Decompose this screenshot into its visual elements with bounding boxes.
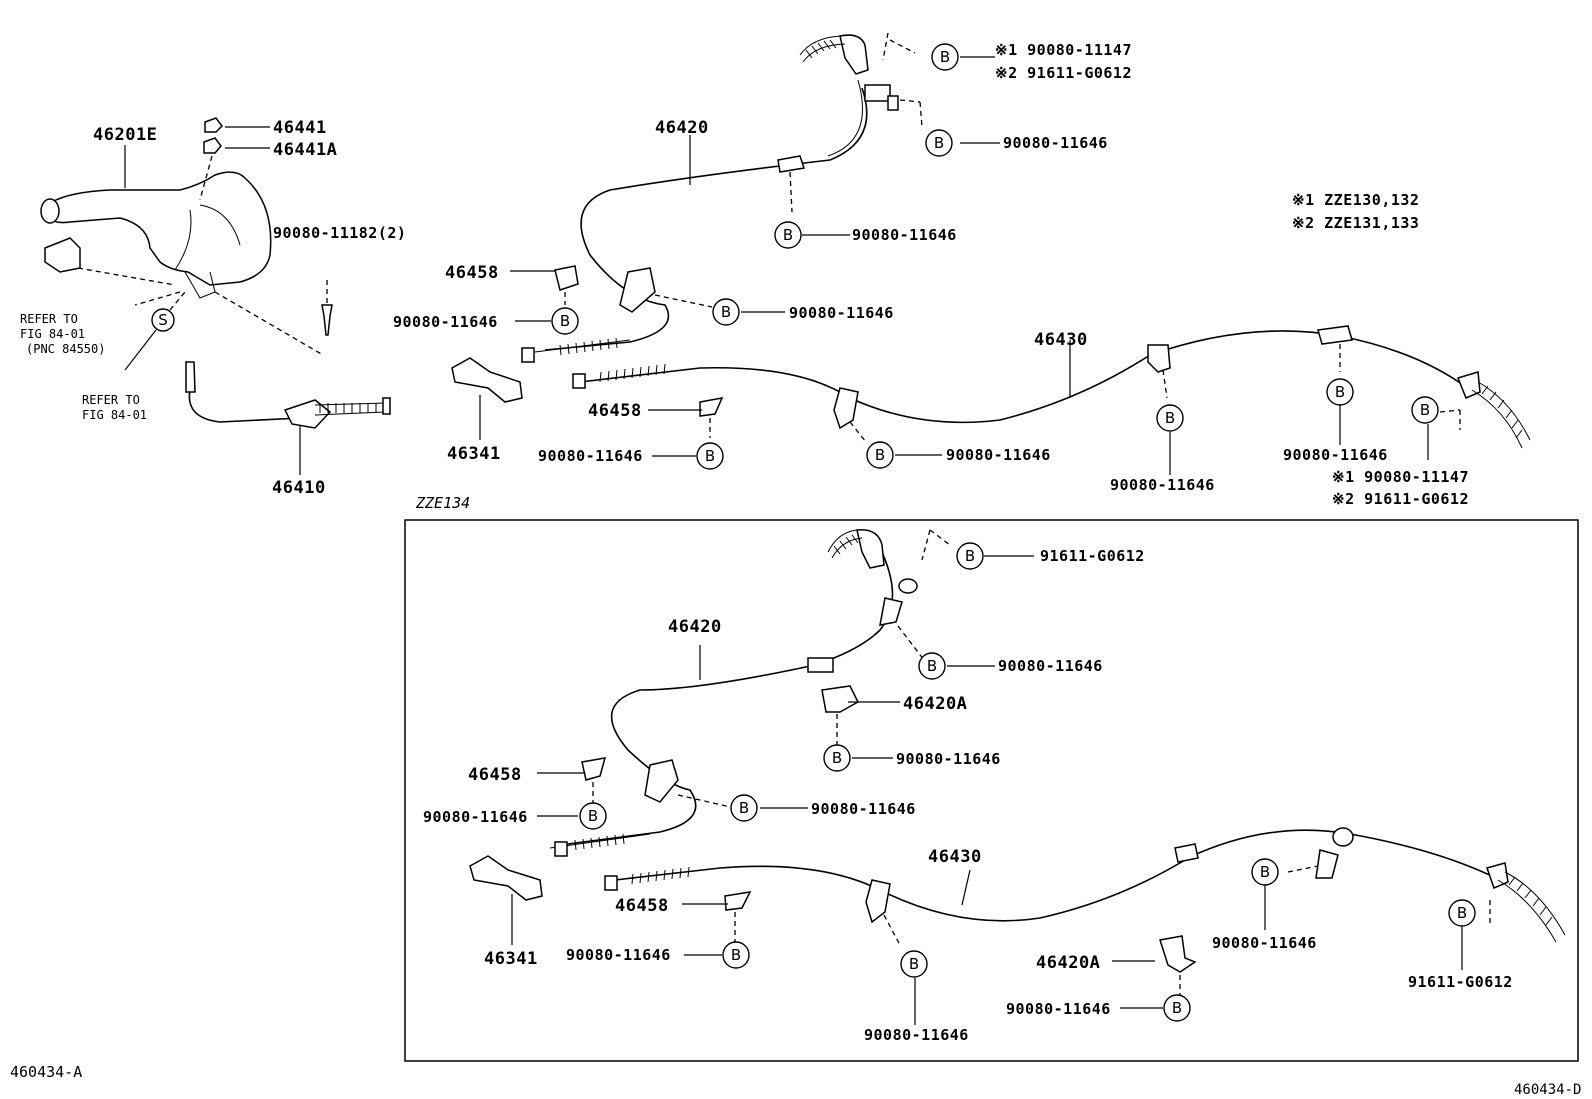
nut-46441A bbox=[203, 137, 222, 154]
b-symbols-top: B B B B B B B B B B bbox=[551, 43, 1439, 470]
label-b-top-4: 90080-11646 bbox=[852, 226, 957, 244]
note-2: ※2 ZZE131,133 bbox=[1292, 214, 1419, 232]
label-refer-1b: FIG 84-01 bbox=[20, 327, 85, 341]
retainer-46341-bottom bbox=[469, 855, 543, 901]
label-46430-top: 46430 bbox=[1034, 330, 1088, 350]
label-46420-bottom: 46420 bbox=[668, 617, 722, 637]
cable-46420-top bbox=[544, 87, 868, 351]
label-refer-1c: (PNC 84550) bbox=[26, 342, 105, 356]
label-46441: 46441 bbox=[273, 118, 327, 138]
svg-text:B: B bbox=[588, 807, 598, 825]
label-b-top-9: 90080-11646 bbox=[1110, 476, 1215, 494]
grommet-46458-bottom bbox=[581, 757, 607, 781]
label-46458-top: 46458 bbox=[445, 263, 499, 283]
label-46441A: 46441A bbox=[273, 140, 337, 160]
label-b-top-3: 90080-11646 bbox=[1003, 134, 1108, 152]
grommet-46458-top2 bbox=[699, 397, 724, 417]
zze134-frame bbox=[404, 519, 1579, 1062]
code-left: 460434-A bbox=[10, 1063, 82, 1081]
label-46420A-2: 46420A bbox=[1036, 953, 1100, 973]
label-b-top-12: ※2 91611-G0612 bbox=[1332, 490, 1469, 508]
cable-46420-bottom bbox=[559, 547, 894, 846]
label-46420A-1: 46420A bbox=[903, 694, 967, 714]
label-b-bot-7: 90080-11646 bbox=[864, 1026, 969, 1044]
s-symbol-circle bbox=[151, 308, 175, 332]
label-b-bot-6: 90080-11646 bbox=[566, 946, 671, 964]
svg-text:B: B bbox=[560, 312, 570, 330]
switch-bracket bbox=[44, 237, 81, 273]
label-46420-top: 46420 bbox=[655, 118, 709, 138]
note-1: ※1 ZZE130,132 bbox=[1292, 191, 1419, 209]
retainer-46341-top bbox=[451, 357, 523, 403]
svg-text:B: B bbox=[934, 134, 944, 152]
svg-text:B: B bbox=[927, 657, 937, 675]
label-b-bot-3: 90080-11646 bbox=[896, 750, 1001, 768]
svg-text:B: B bbox=[1165, 409, 1175, 427]
svg-text:B: B bbox=[783, 226, 793, 244]
parking-brake-lever-46201E bbox=[44, 171, 272, 286]
grommet-46458-bottom2 bbox=[724, 891, 752, 911]
label-46341-top: 46341 bbox=[447, 444, 501, 464]
label-b-bot-1: 91611-G0612 bbox=[1040, 547, 1145, 565]
bottom-cable-assembly bbox=[469, 529, 1566, 998]
label-b-top-8: 90080-11646 bbox=[946, 446, 1051, 464]
bottom-leader-lines bbox=[537, 555, 1463, 1025]
labels-top: 46201E 46441 46441A 90080-11182(2) REFER… bbox=[20, 41, 1469, 512]
svg-text:B: B bbox=[705, 447, 715, 465]
s-symbol-text: S bbox=[158, 311, 168, 329]
label-b-bot-10: 91611-G0612 bbox=[1408, 973, 1513, 991]
svg-text:B: B bbox=[875, 446, 885, 464]
label-b-bot-5: 90080-11646 bbox=[811, 800, 916, 818]
lever-assembly-group: S bbox=[40, 117, 391, 475]
bracket-46420A-2 bbox=[1159, 935, 1197, 973]
label-b-top-6: 90080-11646 bbox=[789, 304, 894, 322]
svg-text:B: B bbox=[731, 946, 741, 964]
label-b-top-5: 90080-11646 bbox=[393, 313, 498, 331]
nut-46441 bbox=[204, 117, 223, 133]
label-46458-bottom: 46458 bbox=[468, 765, 522, 785]
svg-text:B: B bbox=[1335, 383, 1345, 401]
label-b-top-10: 90080-11646 bbox=[1283, 446, 1388, 464]
labels-bottom: 91611-G0612 46420 90080-11646 46420A 900… bbox=[423, 547, 1513, 1044]
label-b-bot-9: 90080-11646 bbox=[1212, 934, 1317, 952]
label-b-top-11: ※1 90080-11147 bbox=[1332, 468, 1469, 486]
svg-text:B: B bbox=[1420, 401, 1430, 419]
cable-46430-bottom bbox=[614, 829, 1501, 922]
bracket-46420A-1 bbox=[821, 685, 859, 713]
svg-text:B: B bbox=[940, 48, 950, 66]
screw-90080-11182 bbox=[321, 304, 333, 336]
svg-text:B: B bbox=[909, 955, 919, 973]
label-90080-11182: 90080-11182(2) bbox=[273, 224, 406, 242]
front-cable-46410 bbox=[188, 389, 301, 423]
label-b-bot-8: 90080-11646 bbox=[1006, 1000, 1111, 1018]
label-refer-1a: REFER TO bbox=[20, 312, 78, 326]
label-46430-bottom: 46430 bbox=[928, 847, 982, 867]
label-b-top-1: ※1 90080-11147 bbox=[995, 41, 1132, 59]
label-refer-2b: FIG 84-01 bbox=[82, 408, 147, 422]
svg-text:B: B bbox=[739, 799, 749, 817]
label-b-bot-4: 90080-11646 bbox=[423, 808, 528, 826]
label-zze134: ZZE134 bbox=[415, 494, 470, 512]
label-refer-2a: REFER TO bbox=[82, 393, 140, 407]
svg-text:B: B bbox=[721, 303, 731, 321]
svg-text:B: B bbox=[965, 547, 975, 565]
label-46201E: 46201E bbox=[93, 125, 157, 145]
label-b-bot-2: 90080-11646 bbox=[998, 657, 1103, 675]
grommet-46458-top bbox=[554, 265, 579, 291]
label-46341-bottom: 46341 bbox=[484, 949, 538, 969]
svg-text:B: B bbox=[1172, 999, 1182, 1017]
top-leader-lines bbox=[124, 56, 1429, 475]
svg-text:B: B bbox=[1260, 863, 1270, 881]
code-right: 460434-D bbox=[1514, 1082, 1581, 1098]
top-cable-assembly bbox=[451, 32, 1531, 449]
svg-text:B: B bbox=[1457, 904, 1467, 922]
label-46458-top2: 46458 bbox=[588, 401, 642, 421]
svg-text:B: B bbox=[832, 749, 842, 767]
label-b-top-7: 90080-11646 bbox=[538, 447, 643, 465]
label-b-top-2: ※2 91611-G0612 bbox=[995, 64, 1132, 82]
label-46458-bottom2: 46458 bbox=[615, 896, 669, 916]
b-symbols-bottom: B B B B B B B B B B bbox=[579, 542, 1476, 1022]
label-46410: 46410 bbox=[272, 478, 326, 498]
